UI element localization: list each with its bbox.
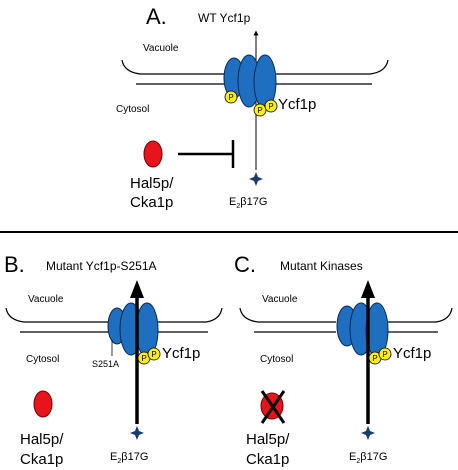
panel-b-label: B. [4, 252, 25, 277]
cytosol-label-a: Cytosol [116, 104, 149, 115]
vacuole-membrane-a [121, 59, 389, 85]
ycf1p-transporter-c [336, 302, 389, 358]
star-icon [249, 172, 263, 186]
mutation-site-label-b: S251A [92, 359, 119, 369]
panel-a: A. WT Ycf1p Vacuole Cytosol P P P Ycf1p … [116, 4, 389, 211]
kinase-a [143, 140, 163, 168]
panel-b-title: Mutant Ycf1p-S251A [46, 259, 157, 273]
svg-text:P: P [382, 350, 387, 359]
kinase-label-c-line2: Cka1p [246, 451, 289, 468]
cross-icon [260, 390, 286, 424]
svg-text:P: P [151, 350, 156, 359]
ycf1p-label-a: Ycf1p [278, 96, 316, 113]
panel-b: B. Mutant Ycf1p-S251A Vacuole Cytosol S2… [4, 252, 223, 468]
kinase-label-c-line1: Hal5p/ [246, 431, 290, 448]
substrate-label-b: E2β17G [110, 451, 148, 465]
kinase-label-a-line1: Hal5p/ [130, 175, 174, 192]
panel-a-title: WT Ycf1p [198, 11, 251, 25]
ycf1p-label-b: Ycf1p [162, 345, 200, 362]
substrate-label-c: E2β17G [349, 451, 387, 465]
panel-c-label: C. [234, 252, 256, 277]
cytosol-label-c: Cytosol [260, 354, 293, 365]
svg-text:P: P [268, 102, 273, 111]
ycf1p-label-c: Ycf1p [393, 345, 431, 362]
phospho-site-a1: P [224, 90, 238, 104]
vacuole-membrane-b [5, 307, 223, 333]
kinase-label-a-line2: Cka1p [130, 194, 173, 211]
kinase-label-b-line1: Hal5p/ [20, 431, 64, 448]
svg-text:P: P [372, 354, 377, 363]
vacuole-membrane-c [239, 307, 453, 333]
star-icon [130, 426, 144, 440]
substrate-label-a: E2β17G [229, 196, 267, 210]
panel-c: C. Mutant Kinases Vacuole Cytosol P P Yc… [234, 252, 453, 468]
svg-text:P: P [257, 106, 262, 115]
svg-text:P: P [228, 93, 233, 102]
svg-text:P: P [141, 354, 146, 363]
vacuole-label-a: Vacuole [143, 43, 179, 54]
cytosol-label-b: Cytosol [26, 354, 59, 365]
kinase-label-b-line2: Cka1p [20, 451, 63, 468]
star-icon [361, 426, 375, 440]
phospho-site-a3: P [264, 99, 278, 113]
transport-arrow-c [361, 280, 375, 424]
phospho-site-c2: P [378, 347, 392, 361]
transport-arrow-b [130, 280, 144, 424]
phospho-site-a2: P [253, 103, 267, 117]
panel-a-label: A. [146, 4, 167, 29]
panel-c-title: Mutant Kinases [280, 259, 363, 273]
vacuole-label-c: Vacuole [262, 294, 298, 305]
phospho-site-b2: P [147, 347, 161, 361]
inhibition-bar-icon [178, 140, 235, 168]
kinase-b [33, 390, 53, 418]
vacuole-label-b: Vacuole [28, 294, 64, 305]
